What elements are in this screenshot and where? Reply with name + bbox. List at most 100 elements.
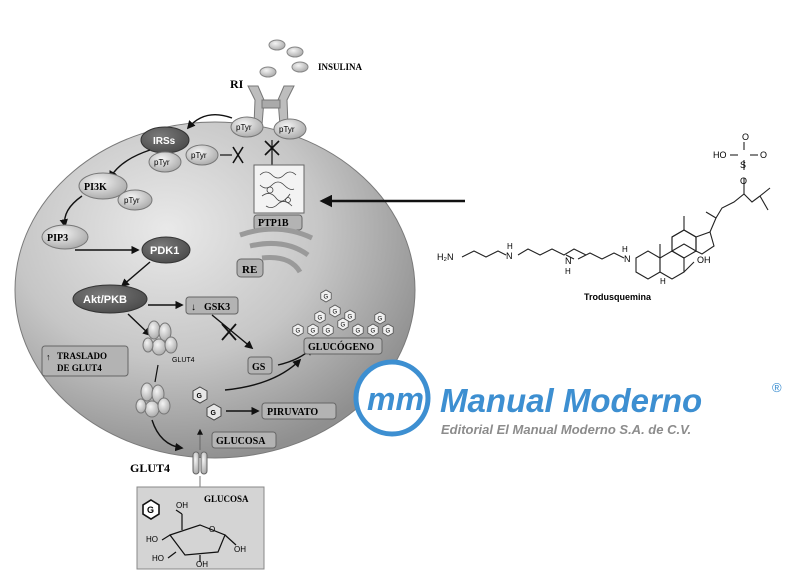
trodusquemina-label: Trodusquemina (584, 292, 652, 302)
mol-o-right: O (760, 150, 767, 160)
irss-label: IRSs (153, 136, 176, 147)
arrow-glucose-glycogen (224, 358, 302, 391)
mol-h-2: H (565, 267, 571, 276)
re-label: RE (242, 264, 257, 276)
glut4-vesicle-top (142, 320, 178, 356)
glycogen-unit-6 (292, 323, 304, 337)
traslado-line2: DE GLUT4 (57, 363, 102, 373)
glucose-structure (161, 509, 237, 562)
mol-n-3: N (624, 254, 631, 264)
glycogen-unit-4 (322, 323, 334, 337)
mol-h-1: H (507, 242, 513, 251)
glucose-oh-2: OH (196, 560, 208, 569)
pi3k-node (78, 172, 128, 200)
piruvato-label: PIRUVATO (267, 407, 318, 418)
akt-node (72, 284, 148, 314)
gsk3-down-arrow: ↓ (191, 302, 196, 313)
glycogen-unit-9 (382, 323, 394, 337)
gs-box (247, 356, 273, 375)
glycogen-unit-10 (374, 311, 386, 325)
glycogen-unit-11 (344, 309, 356, 323)
inhibit-x-gsk3 (221, 323, 237, 341)
mol-h-3: H (622, 245, 628, 254)
glut4-vesicle-bottom (135, 382, 171, 418)
glucose-ring-o: O (209, 525, 215, 534)
ptp1b-label: PTP1B (258, 218, 289, 229)
traslado-box (41, 345, 129, 377)
glycogen-unit-label-1: G (333, 310, 338, 316)
glycogen-unit-label-11: G (348, 315, 353, 321)
piruvato-box (261, 402, 337, 420)
glycogen-unit-label-3: G (341, 323, 346, 329)
glucose-oh-1: OH (176, 501, 188, 510)
irss-ptyr-1-label: pTyr (154, 158, 170, 167)
insulina-label: INSULINA (318, 62, 363, 72)
pip3-label: PIP3 (47, 233, 68, 244)
arrow-vesicle-connector (154, 364, 159, 383)
receptor-ptyr-left-label: pTyr (236, 123, 252, 132)
glycogen-unit-7 (352, 323, 364, 337)
glut4-transporter (192, 451, 208, 475)
glucosa-box-label: GLUCOSA (204, 494, 249, 504)
glucose-hexagon-2: G (206, 403, 222, 421)
mol-n-1: N (506, 251, 513, 261)
logo-subtitle: Editorial El Manual Moderno S.A. de C.V. (441, 422, 691, 437)
gsk3-label: GSK3 (204, 302, 230, 313)
gs-label: GS (252, 362, 266, 373)
re-box (236, 258, 264, 278)
glucose-ho-2: HO (152, 554, 164, 563)
pdk1-node (141, 236, 191, 264)
traslado-up-arrow: ↑ (46, 352, 51, 362)
ptp1b-ribbon (259, 171, 297, 208)
glycogen-unit-label-5: G (311, 329, 316, 335)
er-membranes (239, 226, 314, 274)
glycogen-unit-label-0: G (324, 295, 329, 301)
glycogen-unit-label-2: G (318, 316, 323, 322)
mol-o-top: O (742, 132, 749, 142)
mol-h-4: H (660, 277, 666, 286)
irss-ptyr-1 (148, 151, 182, 173)
logo-title: Manual Moderno (440, 382, 702, 419)
pi3k-ptyr (117, 189, 153, 211)
arrow-receptor-irss (186, 114, 233, 130)
arrow-pdk1-akt (120, 261, 151, 288)
glucose-g-label: G (147, 505, 154, 515)
mol-ho: HO (713, 150, 727, 160)
glycogen-unit-label-4: G (326, 329, 331, 335)
insulin-molecules (259, 39, 309, 78)
glycogen-unit-2 (314, 310, 326, 324)
mol-h2n: H₂N (437, 252, 454, 262)
mol-s: S (740, 160, 746, 170)
manual-moderno-logo: mm Manual Moderno ® Editorial El Manual … (353, 359, 782, 437)
irss-ptyr-2 (185, 144, 219, 166)
arrow-gsk3-gs (211, 314, 254, 350)
logo-mark: mm (367, 381, 424, 417)
gsk3-box (185, 296, 239, 315)
glycogen-unit-label-10: G (378, 317, 383, 323)
glucosa-inner-box (211, 431, 277, 449)
svg-text:G: G (211, 410, 217, 417)
glucosa-inner-label: GLUCOSA (216, 436, 266, 447)
glut4-label: GLUT4 (130, 461, 170, 475)
inhibit-x-1 (232, 146, 244, 164)
mol-n-2: N (565, 256, 572, 266)
ri-label: RI (230, 77, 244, 91)
glucose-ho-1: HO (146, 535, 158, 544)
traslado-line1: TRASLADO (57, 351, 107, 361)
arrow-pi3k-pip3 (59, 195, 83, 228)
mol-o-ester: O (740, 176, 747, 186)
mol-oh-c7: OH (697, 255, 711, 265)
arrow-akt-glut4 (127, 313, 152, 337)
svg-text:G: G (197, 393, 203, 400)
arrow-vesicle-membrane (151, 419, 184, 452)
glucogeno-box (303, 337, 383, 355)
glycogen-unit-label-6: G (296, 329, 301, 335)
logo-ring (353, 359, 431, 437)
glucose-oh-3: OH (234, 545, 246, 554)
receptor-ptyr-right-label: pTyr (279, 125, 295, 134)
akt-label: Akt/PKB (83, 294, 127, 306)
receptor-ptyr-left (230, 116, 264, 138)
pip3-node (41, 224, 89, 250)
